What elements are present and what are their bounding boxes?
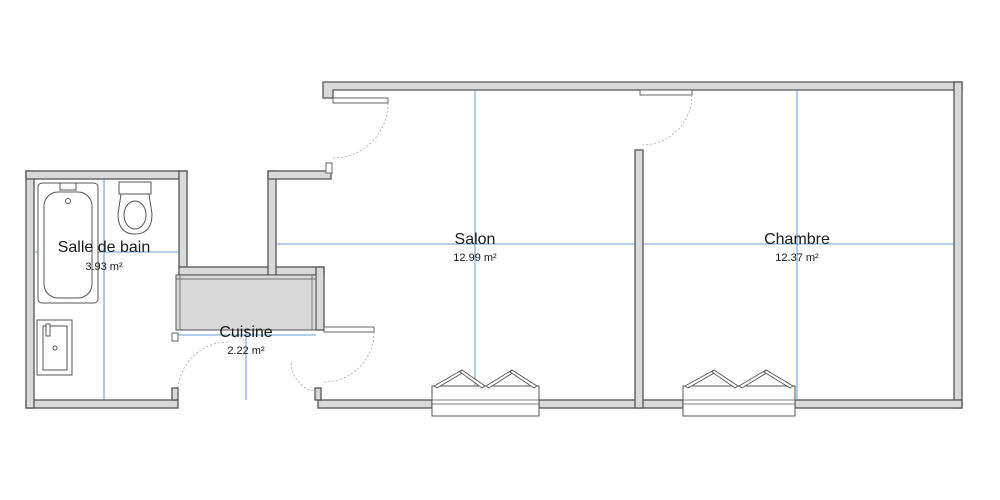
wall-bottom-right bbox=[794, 399, 963, 409]
windows bbox=[431, 369, 796, 417]
room-area-cuisine: 2.22 m² bbox=[227, 345, 265, 357]
room-area-salle-de-bain: 3.93 m² bbox=[85, 261, 123, 273]
door-top-chambre bbox=[639, 89, 693, 146]
wall-bottom-left bbox=[317, 399, 433, 409]
wall-kitchen-top bbox=[178, 266, 325, 276]
wall-salon-chambre bbox=[634, 149, 644, 409]
kitchen-counter bbox=[171, 274, 317, 342]
wall-corridor-left bbox=[267, 170, 277, 276]
wall-bottom-far-left bbox=[25, 399, 179, 409]
room-name-cuisine: Cuisine bbox=[219, 324, 272, 341]
room-area-chambre: 12.37 m² bbox=[775, 252, 819, 264]
doors bbox=[177, 89, 693, 393]
room-labels: Salle de bain 3.93 m² Cuisine 2.22 m² Sa… bbox=[58, 231, 830, 357]
door-kitchen bbox=[323, 326, 375, 383]
room-area-salon: 12.99 m² bbox=[453, 252, 497, 264]
wall-bathroom-top bbox=[25, 170, 188, 180]
room-name-salle-de-bain: Salle de bain bbox=[58, 239, 151, 256]
dimension-lines bbox=[34, 90, 954, 400]
room-name-chambre: Chambre bbox=[764, 231, 830, 248]
toilet bbox=[117, 181, 153, 235]
door-entry bbox=[325, 97, 389, 174]
walls bbox=[25, 81, 963, 409]
wall-stub-b bbox=[314, 387, 322, 401]
door-bottom-right-of-kitchen bbox=[290, 361, 322, 393]
sink bbox=[36, 319, 73, 376]
wall-bottom-middle bbox=[538, 399, 684, 409]
window-salon bbox=[431, 369, 540, 417]
wall-corridor-top bbox=[267, 170, 332, 180]
fixtures bbox=[36, 181, 317, 376]
wall-bathroom-right bbox=[178, 170, 188, 269]
room-name-salon: Salon bbox=[455, 231, 496, 248]
wall-stub-a bbox=[171, 387, 179, 401]
bathtub bbox=[37, 182, 99, 304]
wall-kitchen-right bbox=[315, 266, 325, 331]
wall-right bbox=[953, 81, 963, 409]
wall-left bbox=[25, 170, 35, 409]
door-bottom-left bbox=[177, 341, 229, 393]
window-chambre bbox=[682, 369, 796, 417]
